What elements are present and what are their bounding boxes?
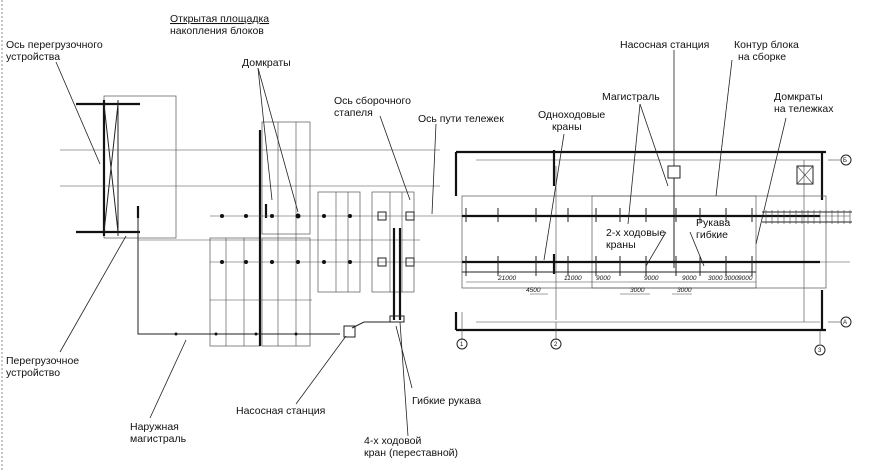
label-transfer-device-1: Перегрузочное [6,355,79,367]
crane-beams [462,208,820,276]
dim-3000-a: 3000 [708,275,723,282]
pump-station-top [667,165,681,179]
label-pump-station-bottom: Насосная станция [236,405,325,417]
label-four-way-crane-2: кран (переставной) [364,447,458,459]
dim-9000-c: 9000 [682,275,697,282]
label-hoses-right-2: гибкие [696,229,728,241]
label-cart-jacks-1: Домкраты [774,91,823,103]
label-single-cranes-1: Одноходовые [538,109,605,121]
label-two-way-cranes-2: краны [606,239,636,251]
label-jacks: Домкраты [242,57,291,69]
transfer-device [60,95,440,239]
label-hoses-right-1: Рукава [696,217,730,229]
label-assembly-axis-2: стапеля [334,107,373,119]
label-single-cranes-2: краны [552,121,582,133]
dim-3000-b: 3000 [724,275,739,282]
dim-11000: 11000 [564,275,582,282]
leader-lines [55,50,787,437]
dim-21000: 21000 [497,275,516,282]
label-transfer-axis-2: устройства [6,51,60,63]
label-open-area-2: накопления блоков [170,25,264,37]
dim-9000-d: 9000 [738,275,753,282]
dim-9000-a: 9000 [596,275,611,282]
label-four-way-crane-1: 4-х ходовой [364,435,422,447]
dim-3000-c: 3000 [630,287,645,294]
axes-lines [138,215,850,301]
assembly-hall [454,150,827,332]
label-assembly-axis-1: Ось сборочного [334,95,411,107]
dim-9000-b: 9000 [644,275,659,282]
jack-points [220,211,415,267]
label-block-contour-1: Контур блока [734,39,799,51]
storage-blocks [209,121,415,347]
outer-main-line [137,218,394,338]
rail-track [762,210,852,224]
axis-mark-3: 3 [818,348,822,354]
label-outer-main-2: магистраль [130,433,187,445]
axis-mark-1: 1 [460,342,464,348]
label-transfer-device-2: устройство [6,367,60,379]
label-cart-axis: Ось пути тележек [418,113,504,125]
four-way-crane [389,228,405,323]
pump-station-bottom [343,325,356,338]
label-main-line: Магистраль [602,91,660,103]
label-two-way-cranes-1: 2-х ходовые [606,227,665,239]
label-block-contour-2: на сборке [738,51,786,63]
label-open-area-1: Открытая площадка [170,13,269,25]
dim-3000-d: 3000 [677,287,692,294]
axis-mark-2: 2 [554,342,558,348]
axis-markers: 1 2 3 А Б [456,154,852,356]
label-cart-jacks-2: на тележках [774,103,834,115]
axis-mark-b: Б [843,158,847,164]
label-flex-hoses: Гибкие рукава [412,395,481,407]
label-outer-main-1: Наружная [130,421,179,433]
label-pump-station-top: Насосная станция [620,39,709,51]
label-transfer-axis-1: Ось перегрузочного [6,39,103,51]
dimension-row: 21000 11000 9000 9000 9000 3000 3000 900… [466,275,756,295]
axis-mark-a: А [843,320,847,326]
labels: Ось перегрузочного устройства Открытая п… [6,13,834,459]
dim-4500: 4500 [526,287,541,294]
